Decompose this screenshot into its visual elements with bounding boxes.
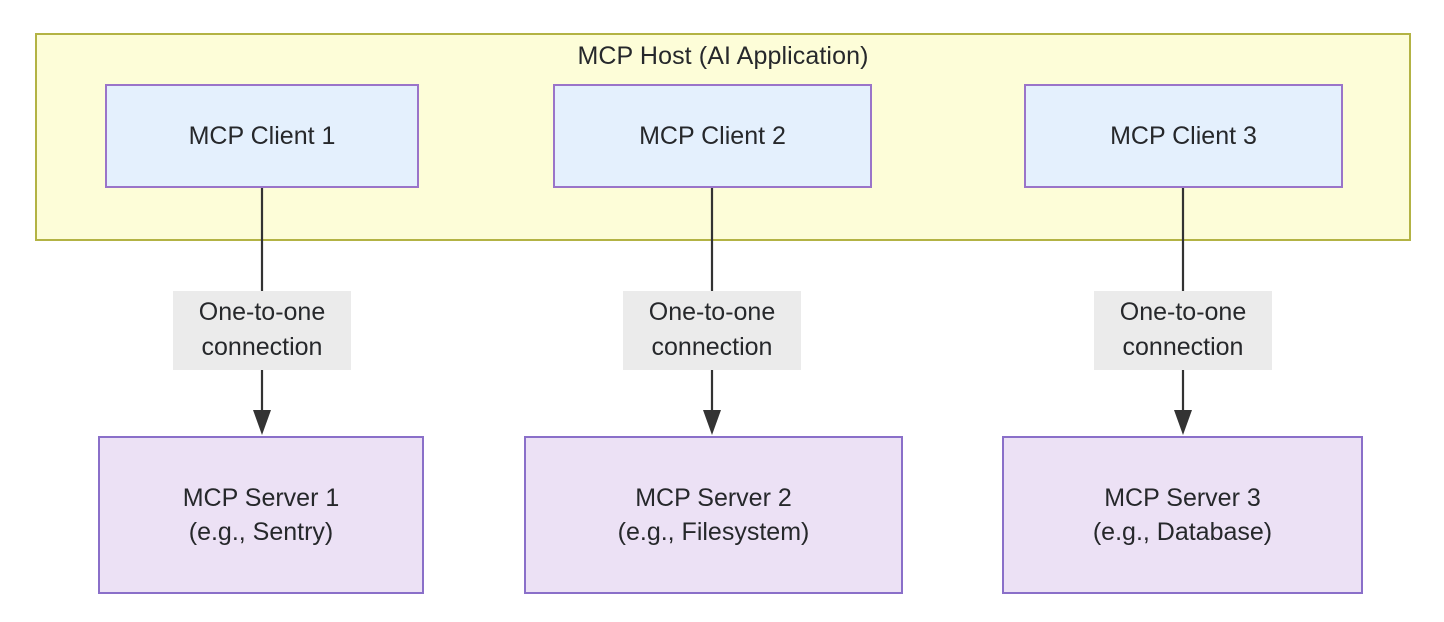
node-label: MCP Client 1: [188, 122, 336, 150]
edge-label-one-to-one-connection-1: One-to-one connection: [173, 291, 351, 370]
arrowhead-icon: [703, 410, 721, 435]
node-label: MCP Client 3: [1110, 122, 1257, 150]
node-label: MCP Server 2 (e.g., Filesystem): [617, 484, 810, 546]
node-label: MCP Client 2: [639, 122, 786, 150]
node-mcp-client-2[interactable]: MCP Client 2: [553, 84, 872, 188]
edge-label-one-to-one-connection-2: One-to-one connection: [623, 291, 801, 370]
arrowhead-icon: [1174, 410, 1192, 435]
node-mcp-server-2[interactable]: MCP Server 2 (e.g., Filesystem): [524, 436, 903, 594]
node-mcp-client-1[interactable]: MCP Client 1: [105, 84, 419, 188]
node-mcp-server-1[interactable]: MCP Server 1 (e.g., Sentry): [98, 436, 424, 594]
node-label: MCP Server 3 (e.g., Database): [1092, 484, 1273, 546]
node-mcp-server-3[interactable]: MCP Server 3 (e.g., Database): [1002, 436, 1363, 594]
arrowhead-icon: [253, 410, 271, 435]
node-label: MCP Server 1 (e.g., Sentry): [182, 484, 340, 546]
node-mcp-client-3[interactable]: MCP Client 3: [1024, 84, 1343, 188]
edge-label-one-to-one-connection-3: One-to-one connection: [1094, 291, 1272, 370]
mcp-host-title: MCP Host (AI Application): [577, 42, 869, 70]
